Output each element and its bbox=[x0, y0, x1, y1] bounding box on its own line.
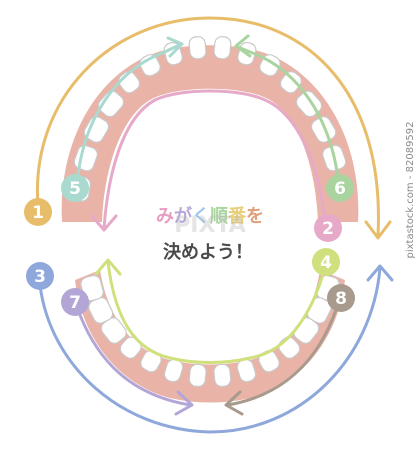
step-badge-3: 3 bbox=[26, 262, 54, 290]
step-badge-number: 2 bbox=[322, 219, 334, 239]
step-badge-circle bbox=[327, 284, 355, 312]
tooth bbox=[188, 36, 207, 60]
step-badge-number: 8 bbox=[335, 289, 347, 309]
arrowhead-2 bbox=[90, 214, 118, 232]
step-badge-number: 4 bbox=[320, 253, 332, 273]
step-badge-number: 6 bbox=[334, 179, 346, 199]
arrowhead-8 bbox=[224, 390, 244, 416]
title-char: 順 bbox=[210, 206, 229, 227]
path-8-arrow bbox=[226, 308, 338, 407]
path-5-arrow bbox=[76, 42, 184, 177]
step-badge-circle bbox=[326, 174, 354, 202]
title-line-2: 決めよう！ bbox=[163, 241, 253, 263]
step-badge-circle bbox=[312, 248, 340, 276]
tooth bbox=[83, 116, 110, 143]
arrowhead-5 bbox=[166, 36, 184, 58]
step-badge-6: 6 bbox=[326, 174, 354, 202]
title-char: く bbox=[192, 206, 210, 227]
title-char: 番 bbox=[227, 206, 247, 227]
step-badge-circle bbox=[24, 198, 52, 226]
arrowhead-1 bbox=[364, 220, 392, 240]
path-7-arrow bbox=[78, 313, 192, 407]
step-badge-4: 4 bbox=[312, 248, 340, 276]
arrowhead-3 bbox=[366, 264, 394, 282]
tooth bbox=[213, 36, 232, 60]
step-badge-5: 5 bbox=[61, 174, 89, 202]
step-badge-number: 5 bbox=[69, 179, 81, 199]
tooth bbox=[188, 363, 207, 388]
tooth bbox=[97, 90, 125, 118]
path-3-arrow bbox=[38, 266, 382, 434]
watermark-side: pixtastock.com - 82089592 bbox=[405, 121, 416, 258]
step-badge-circle bbox=[61, 174, 89, 202]
lower-gum bbox=[75, 270, 345, 403]
watermark-brand: PIXTA bbox=[174, 213, 246, 238]
step-badge-7: 7 bbox=[61, 288, 89, 316]
step-badge-circle bbox=[61, 288, 89, 316]
path-1-arrow bbox=[35, 16, 380, 237]
tooth bbox=[279, 71, 302, 94]
tooth bbox=[213, 363, 232, 388]
step-badge-8: 8 bbox=[327, 284, 355, 312]
step-badge-number: 3 bbox=[34, 267, 46, 287]
arrowhead-6 bbox=[234, 34, 252, 58]
step-badge-circle bbox=[314, 214, 342, 242]
step-badge-number: 1 bbox=[32, 203, 44, 223]
title-char: み bbox=[156, 206, 174, 227]
step-badge-1: 1 bbox=[24, 198, 52, 226]
title-char: を bbox=[246, 206, 264, 227]
arrowhead-4 bbox=[94, 258, 122, 276]
step-badge-2: 2 bbox=[314, 214, 342, 242]
title-line-1: みがく順番を bbox=[156, 205, 264, 227]
lower-teeth bbox=[80, 274, 340, 388]
step-badge-circle bbox=[26, 262, 54, 290]
title-char: が bbox=[174, 205, 192, 227]
path-2-arrow bbox=[102, 89, 327, 230]
step-badge-number: 7 bbox=[69, 293, 81, 313]
path-4-arrow bbox=[106, 260, 327, 364]
arrowhead-7 bbox=[174, 390, 194, 416]
